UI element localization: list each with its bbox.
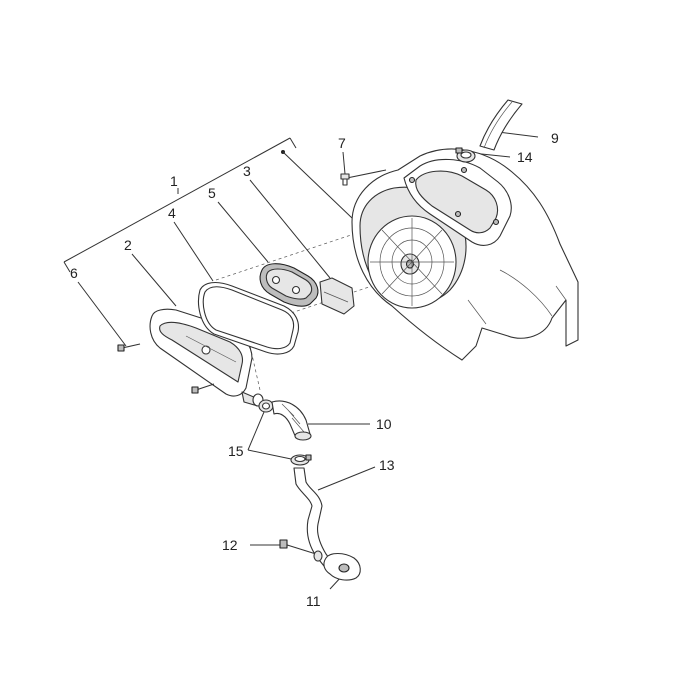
hose-clamp-part-14 <box>455 147 476 163</box>
callout-3: 3 <box>243 163 251 179</box>
callout-10: 10 <box>376 416 392 432</box>
callout-9: 9 <box>551 130 559 146</box>
callout-5: 5 <box>208 185 216 201</box>
breather-tube-assembly <box>241 391 361 581</box>
callout-12: 12 <box>222 537 238 553</box>
assembly-bracket-1 <box>63 137 297 273</box>
callout-labels: 1 2 3 4 5 6 7 9 10 11 12 13 14 15 <box>70 130 559 609</box>
callout-2: 2 <box>124 237 132 253</box>
small-plate-part-3 <box>319 277 355 315</box>
callout-13: 13 <box>379 457 395 473</box>
screw-part-7 <box>340 173 350 186</box>
callout-6: 6 <box>70 265 78 281</box>
callout-11: 11 <box>306 593 321 609</box>
callout-4: 4 <box>168 205 176 221</box>
callout-15: 15 <box>228 443 244 459</box>
leader-lines <box>77 131 539 590</box>
callout-14: 14 <box>517 149 533 165</box>
screws-part-6 <box>117 343 215 394</box>
callout-7: 7 <box>338 135 346 151</box>
fan-cover-housing <box>351 148 579 361</box>
gasket-part-4 <box>197 281 300 355</box>
grommet-plate-part-5 <box>259 263 319 307</box>
hose-part-9 <box>479 99 523 151</box>
callout-1: 1 <box>170 173 178 189</box>
